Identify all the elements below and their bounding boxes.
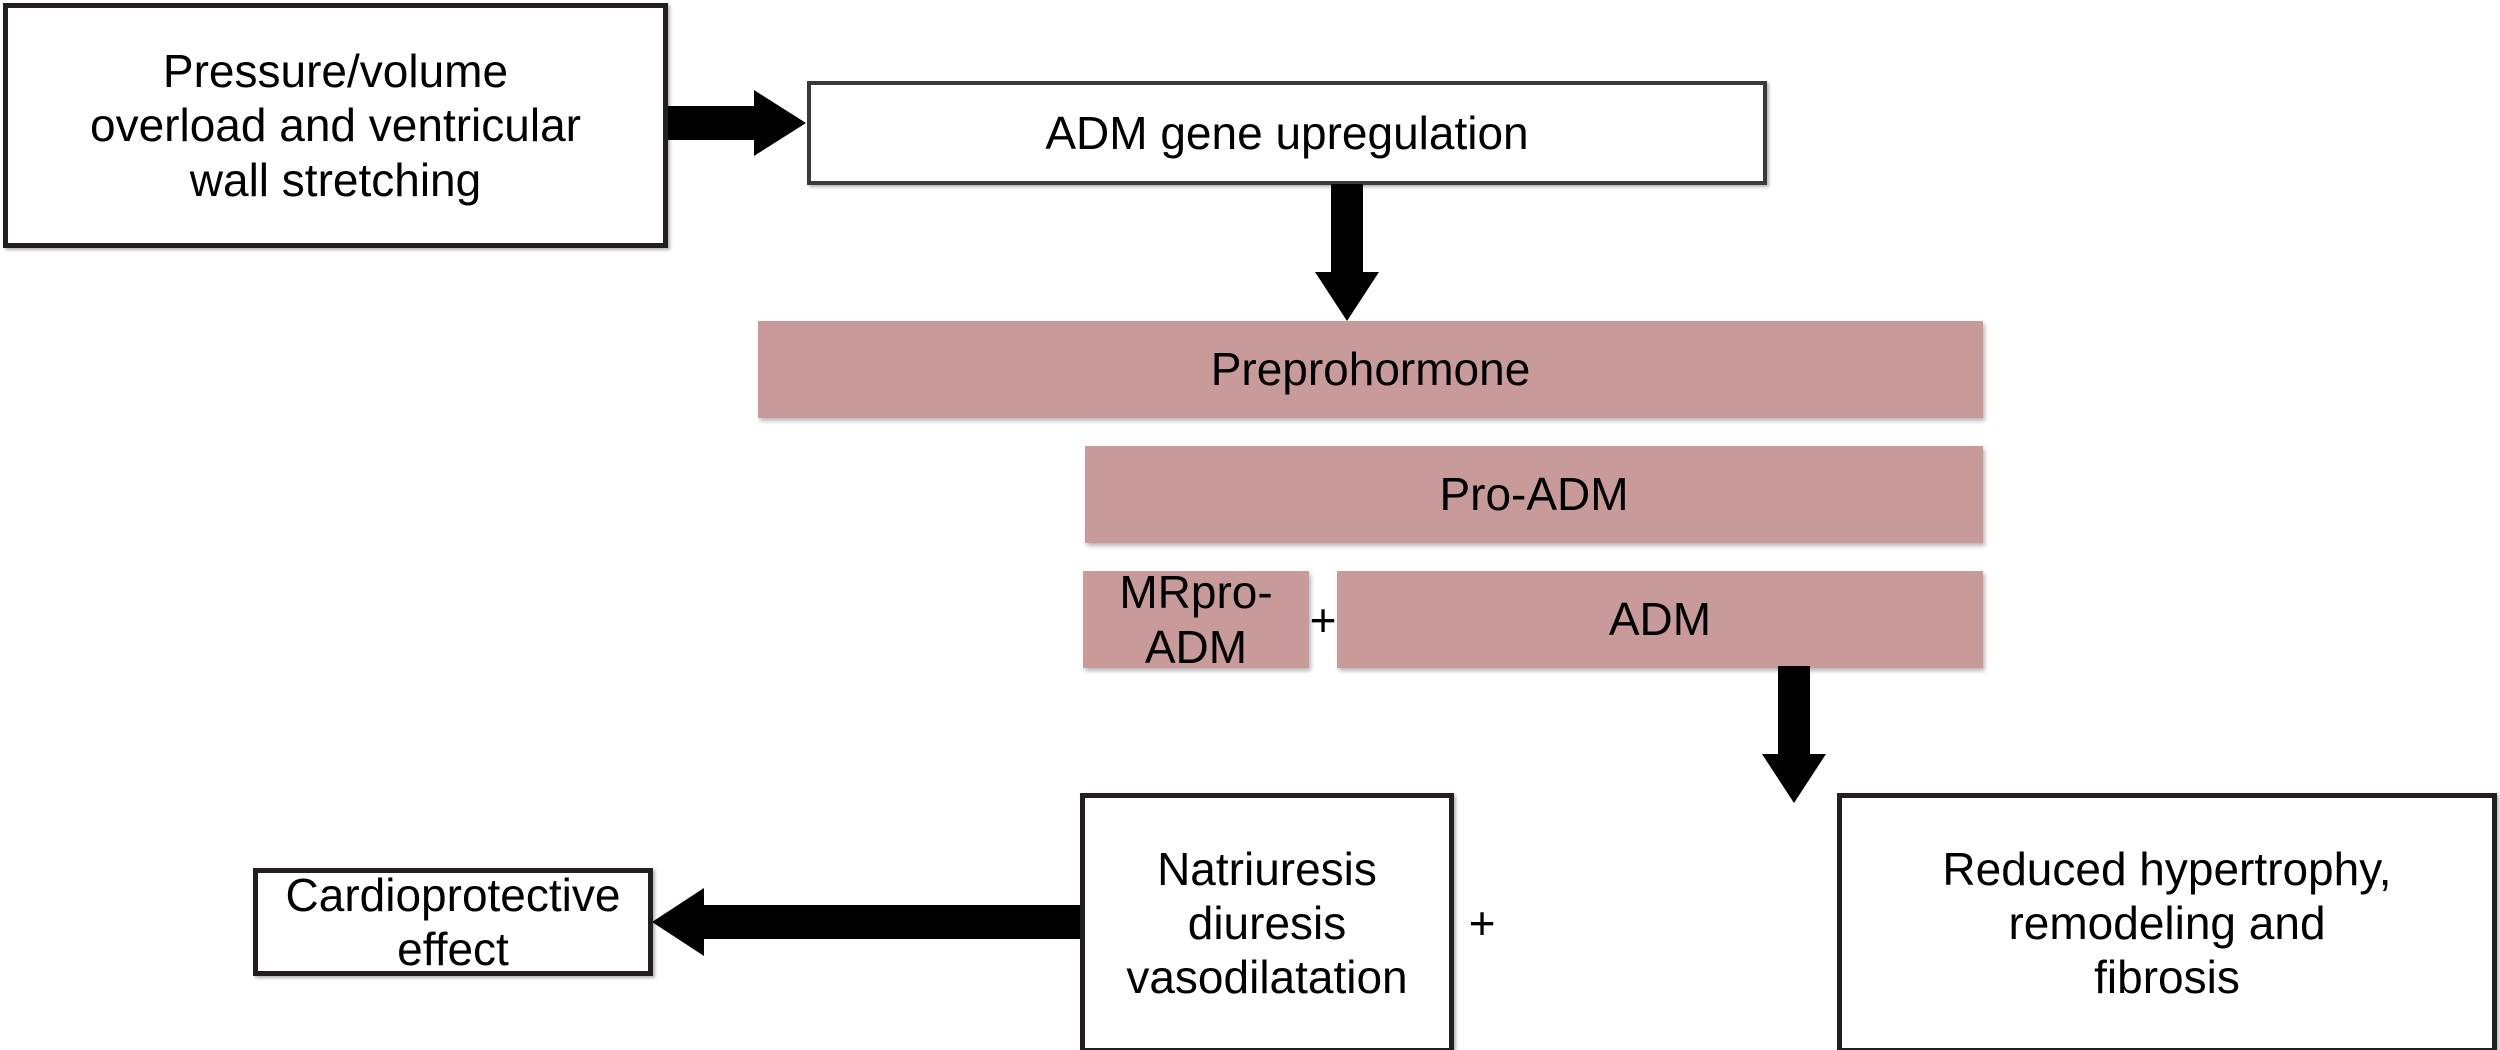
node-cardioprotective: Cardioprotective effect xyxy=(253,868,653,976)
node-preprohormone-label: Preprohormone xyxy=(1210,343,1531,396)
node-stimulus-label: Pressure/volume overload and ventricular… xyxy=(90,45,581,206)
operator-split-plus-label: + xyxy=(1309,593,1337,646)
arrow-adm-to-effects xyxy=(1758,666,1830,806)
operator-effect-plus: + xyxy=(1460,793,1504,1050)
operator-effect-plus-label: + xyxy=(1468,897,1496,949)
node-mrpro-adm-label: MRpro-ADM xyxy=(1119,566,1273,673)
node-pro-adm: Pro-ADM xyxy=(1085,446,1983,543)
node-pro-adm-label: Pro-ADM xyxy=(1439,468,1629,521)
node-gene-label: ADM gene upregulation xyxy=(1045,106,1529,159)
node-cardioprotective-label: Cardioprotective effect xyxy=(285,868,621,975)
node-adm-label: ADM xyxy=(1608,593,1712,646)
node-adm: ADM xyxy=(1337,571,1983,668)
node-mrpro-adm: MRpro-ADM xyxy=(1083,566,1309,673)
arrow-gene-to-preprohormone xyxy=(1312,184,1382,324)
node-natriuresis: Natriuresis diuresis vasodilatation xyxy=(1080,793,1454,1050)
node-reduced-hypertrophy: Reduced hypertrophy, remodeling and fibr… xyxy=(1837,793,2497,1050)
arrow-stimulus-to-gene xyxy=(668,88,810,158)
node-natriuresis-label: Natriuresis diuresis vasodilatation xyxy=(1126,842,1408,1004)
node-reduced-hypertrophy-label: Reduced hypertrophy, remodeling and fibr… xyxy=(1942,842,2392,1004)
node-preprohormone: Preprohormone xyxy=(758,321,1983,418)
arrow-natriuresis-to-cardioprotective xyxy=(650,885,1086,959)
node-gene: ADM gene upregulation xyxy=(807,81,1767,185)
node-stimulus: Pressure/volume overload and ventricular… xyxy=(3,3,668,248)
operator-split-plus: + xyxy=(1309,571,1337,668)
